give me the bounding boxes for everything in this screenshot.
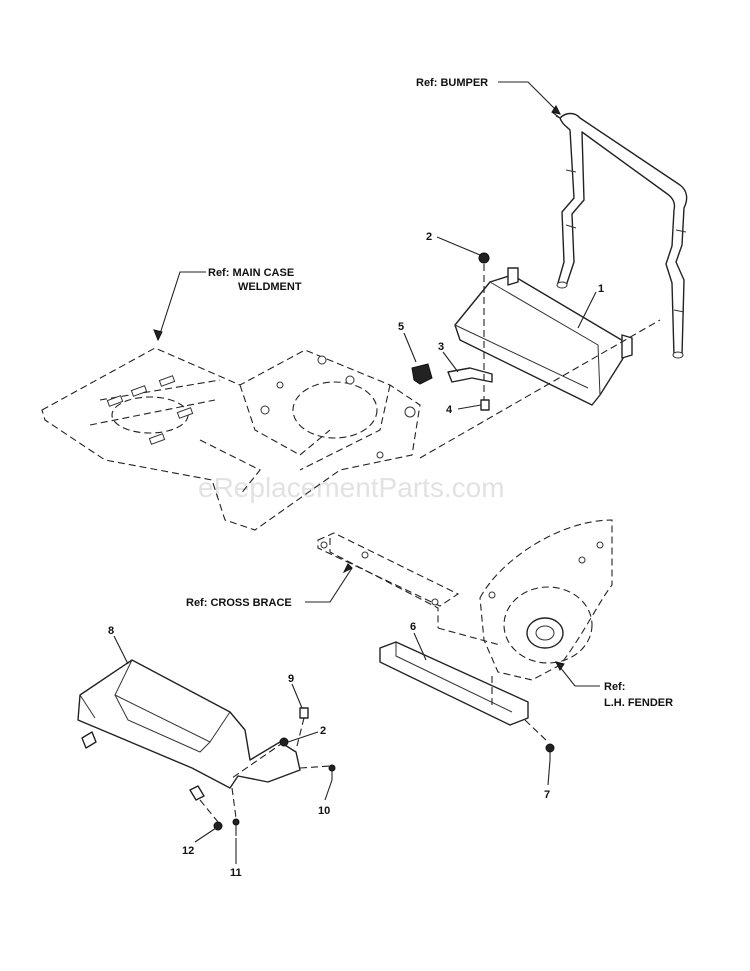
watermark: eReplacementParts.com [198, 472, 505, 503]
callout-6: 6 [410, 621, 416, 633]
leader-lines [113, 81, 600, 864]
callout-11: 11 [230, 867, 242, 879]
callout-1: 1 [598, 283, 604, 295]
cross-brace-ref-part [317, 532, 460, 628]
part-8-guard [77, 659, 301, 801]
alignment-lines [199, 264, 661, 823]
ref-main-case-label: Ref: MAIN CASE [208, 267, 294, 279]
callout-2-top: 2 [426, 231, 432, 243]
part-11-bolt [232, 818, 240, 836]
part-1-bracket [454, 267, 633, 406]
callout-4: 4 [446, 404, 453, 416]
part-10-bolt [328, 764, 336, 780]
lh-fender-ref-part [479, 519, 613, 681]
part-4-screw [480, 399, 490, 411]
callout-2-bottom: 2 [320, 725, 326, 737]
ref-main-case-label-line2: WELDMENT [238, 281, 302, 293]
leader-arrows [153, 105, 565, 671]
callout-3: 3 [438, 341, 444, 353]
callout-9: 9 [288, 673, 294, 685]
callout-7: 7 [544, 789, 550, 801]
part-3-clip [447, 367, 493, 383]
part-9-fitting [299, 707, 309, 719]
callout-8: 8 [108, 625, 114, 637]
part-2-top-fastener [478, 252, 490, 264]
callout-5: 5 [398, 321, 404, 333]
ref-fender-label: Ref: [604, 681, 625, 693]
callout-12: 12 [182, 845, 194, 857]
part-7-bolt [545, 743, 555, 760]
ref-cross-brace-label: Ref: CROSS BRACE [186, 597, 292, 609]
part-5-knob [411, 363, 433, 385]
callout-10: 10 [318, 805, 330, 817]
ref-bumper-label: Ref: BUMPER [416, 77, 488, 89]
ref-fender-label-line2: L.H. FENDER [604, 697, 673, 709]
main-case-weldment-ref-part [41, 347, 421, 531]
part-6-bracket [379, 641, 529, 726]
bumper-ref-part [556, 112, 688, 359]
